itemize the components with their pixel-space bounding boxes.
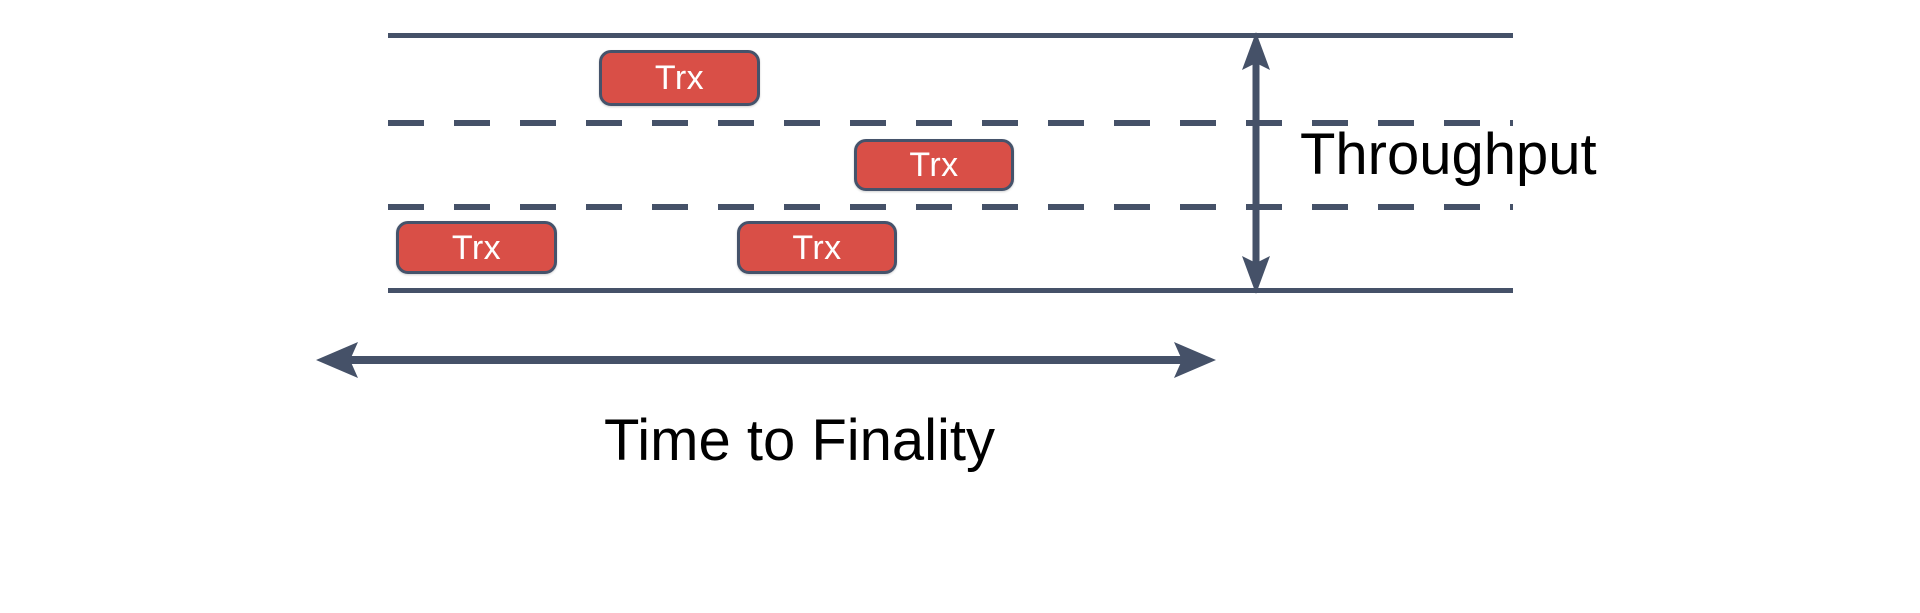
lane-boundary-dashed-lower — [388, 204, 1513, 210]
throughput-axis-arrow-icon — [1242, 32, 1270, 294]
transaction-box[interactable]: Trx — [737, 221, 897, 274]
time-to-finality-axis-label: Time to Finality — [604, 408, 996, 473]
transaction-box[interactable]: Trx — [599, 50, 760, 106]
lane-boundary-top-solid — [388, 33, 1513, 38]
lane-boundary-bottom-solid — [388, 288, 1513, 293]
lane-boundary-dashed-upper — [388, 120, 1513, 126]
transaction-box[interactable]: Trx — [854, 139, 1014, 191]
throughput-axis-label: Throughput — [1300, 122, 1597, 187]
time-to-finality-axis-arrow-icon — [316, 342, 1216, 378]
transaction-box[interactable]: Trx — [396, 221, 557, 274]
